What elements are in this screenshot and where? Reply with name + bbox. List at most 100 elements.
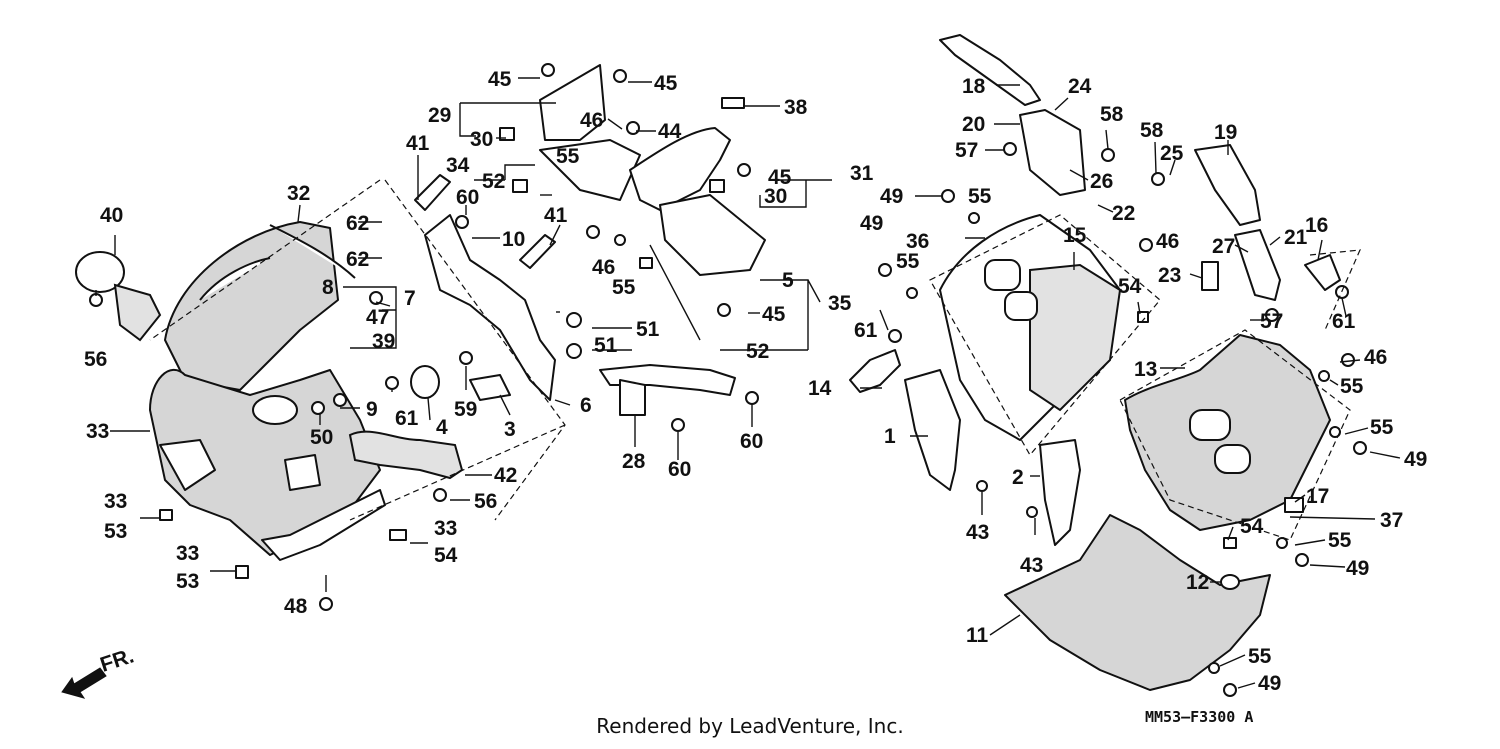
callout-46: 46 bbox=[592, 256, 615, 279]
callout-8: 8 bbox=[322, 276, 334, 299]
callout-15: 15 bbox=[1063, 224, 1087, 247]
callout-labels: 45 45 38 29 30 46 44 55 41 34 52 31 45 3… bbox=[84, 68, 1427, 695]
diagram-code: MM53–F3300 A bbox=[1145, 708, 1254, 726]
callout-53: 53 bbox=[176, 570, 199, 593]
callout-53: 53 bbox=[104, 520, 127, 543]
front-direction-label: FR. bbox=[97, 644, 136, 676]
callout-49: 49 bbox=[860, 212, 883, 235]
callout-45: 45 bbox=[654, 72, 678, 95]
harness-bracket bbox=[599, 364, 736, 416]
callout-24: 24 bbox=[1068, 75, 1092, 98]
callout-49: 49 bbox=[1404, 448, 1427, 471]
callout-41: 41 bbox=[406, 132, 430, 155]
callout-44: 44 bbox=[658, 120, 682, 143]
upper-cowl bbox=[149, 368, 381, 556]
callout-60: 60 bbox=[456, 186, 479, 209]
callout-49: 49 bbox=[1258, 672, 1281, 695]
leader-lines bbox=[95, 77, 1401, 689]
callout-21: 21 bbox=[1284, 226, 1308, 249]
callout-30: 30 bbox=[470, 128, 493, 151]
callout-43: 43 bbox=[1020, 554, 1043, 577]
callout-55: 55 bbox=[1248, 645, 1272, 668]
callout-25: 25 bbox=[1160, 142, 1184, 165]
front-direction-arrow: FR. bbox=[61, 644, 137, 699]
callout-6: 6 bbox=[580, 394, 592, 417]
callout-27: 27 bbox=[1212, 235, 1235, 258]
callout-31: 31 bbox=[850, 162, 874, 185]
callout-23: 23 bbox=[1158, 264, 1181, 287]
callout-10: 10 bbox=[502, 228, 525, 251]
callout-59: 59 bbox=[454, 398, 477, 421]
lower-cowl-left bbox=[261, 489, 386, 561]
callout-55: 55 bbox=[1340, 375, 1364, 398]
meter-panel bbox=[539, 64, 641, 201]
callout-45: 45 bbox=[762, 303, 786, 326]
callout-60: 60 bbox=[740, 430, 763, 453]
callout-47: 47 bbox=[366, 306, 389, 329]
fairing-stay-right bbox=[849, 349, 901, 393]
callout-43: 43 bbox=[966, 521, 989, 544]
callout-55: 55 bbox=[896, 250, 920, 273]
callout-48: 48 bbox=[284, 595, 308, 618]
callout-62: 62 bbox=[346, 248, 369, 271]
callout-17: 17 bbox=[1306, 485, 1329, 508]
callout-3: 3 bbox=[504, 418, 516, 441]
under-cowl bbox=[1004, 514, 1271, 691]
horn-and-brackets bbox=[410, 365, 511, 401]
callout-19: 19 bbox=[1214, 121, 1237, 144]
stay-bracket bbox=[414, 174, 556, 269]
callout-26: 26 bbox=[1090, 170, 1113, 193]
callout-32: 32 bbox=[287, 182, 310, 205]
callout-57: 57 bbox=[1260, 310, 1283, 333]
assembly-outline-right bbox=[929, 214, 1361, 541]
callout-14: 14 bbox=[808, 377, 832, 400]
callout-55: 55 bbox=[968, 185, 992, 208]
callout-45: 45 bbox=[488, 68, 512, 91]
callout-5: 5 bbox=[782, 269, 794, 292]
inner-cover-side bbox=[939, 214, 1122, 441]
callout-4: 4 bbox=[436, 416, 448, 439]
callout-33: 33 bbox=[86, 420, 109, 443]
callout-39: 39 bbox=[372, 330, 395, 353]
callout-22: 22 bbox=[1112, 202, 1135, 225]
callout-55: 55 bbox=[1370, 416, 1394, 439]
callout-54: 54 bbox=[434, 544, 458, 567]
callout-61: 61 bbox=[1332, 310, 1356, 333]
mirror bbox=[75, 251, 162, 342]
callout-52: 52 bbox=[746, 340, 769, 363]
callout-7: 7 bbox=[404, 287, 416, 310]
callout-35: 35 bbox=[828, 292, 852, 315]
callout-38: 38 bbox=[784, 96, 808, 119]
footer-credit: Rendered by LeadVenture, Inc. bbox=[596, 714, 904, 738]
callout-49: 49 bbox=[880, 185, 903, 208]
side-cowl-right bbox=[1124, 334, 1331, 531]
callout-51: 51 bbox=[594, 334, 618, 357]
callout-55: 55 bbox=[556, 145, 580, 168]
callout-46: 46 bbox=[1156, 230, 1179, 253]
callout-60: 60 bbox=[668, 458, 691, 481]
callout-33: 33 bbox=[176, 542, 199, 565]
callout-51: 51 bbox=[636, 318, 660, 341]
callout-58: 58 bbox=[1140, 119, 1164, 142]
callout-16: 16 bbox=[1305, 214, 1328, 237]
callout-56: 56 bbox=[474, 490, 497, 513]
callout-28: 28 bbox=[622, 450, 646, 473]
callout-30: 30 bbox=[764, 185, 787, 208]
callout-61: 61 bbox=[854, 319, 878, 342]
callout-11: 11 bbox=[966, 624, 989, 647]
callout-55: 55 bbox=[1328, 529, 1352, 552]
callout-33: 33 bbox=[434, 517, 457, 540]
callout-20: 20 bbox=[962, 113, 985, 136]
callout-2: 2 bbox=[1012, 466, 1024, 489]
callout-57: 57 bbox=[955, 139, 978, 162]
callout-18: 18 bbox=[962, 75, 986, 98]
callout-46: 46 bbox=[1364, 346, 1387, 369]
callout-9: 9 bbox=[366, 398, 378, 421]
callout-50: 50 bbox=[310, 426, 333, 449]
callout-41: 41 bbox=[544, 204, 568, 227]
callout-61: 61 bbox=[395, 407, 419, 430]
callout-12: 12 bbox=[1186, 571, 1209, 594]
callout-40: 40 bbox=[100, 204, 123, 227]
callout-29: 29 bbox=[428, 104, 451, 127]
callout-62: 62 bbox=[346, 212, 369, 235]
